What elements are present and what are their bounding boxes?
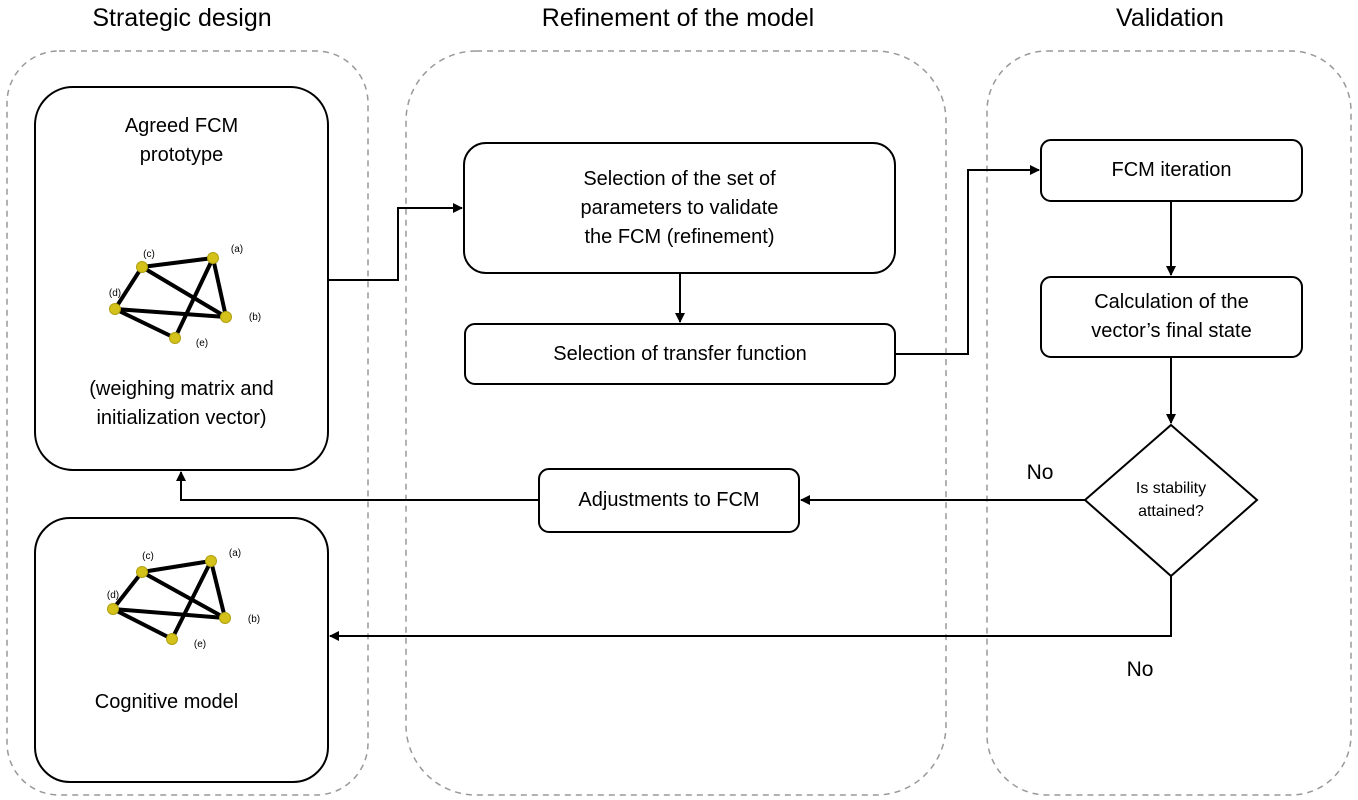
graph-node-label-e: (e) — [194, 639, 206, 650]
graph-edge-d-b — [114, 307, 227, 319]
graph-node-b — [219, 612, 231, 624]
prototype-title-line2: prototype — [139, 144, 224, 166]
final-state-line2: vector’s final state — [1091, 320, 1252, 342]
graph-node-a — [205, 555, 217, 567]
prototype-to-selection-arrow — [328, 203, 463, 281]
graph-node-label-b: (b) — [249, 312, 261, 323]
graph-edge-c-d — [111, 570, 144, 611]
graph-edge-c-d — [113, 265, 144, 311]
graph-node-e — [166, 633, 178, 645]
graph-node-label-c: (c) — [143, 249, 155, 260]
selection-line3: the FCM (refinement) — [584, 225, 775, 248]
decision-line2: attained? — [1138, 503, 1204, 520]
final-state-text: Calculation of the vector’s final state — [1041, 277, 1302, 357]
graph-edge-c-b — [140, 265, 228, 319]
graph-edge-a-b — [211, 257, 228, 318]
graph-node-label-b: (b) — [248, 614, 260, 625]
graph-node-e — [169, 332, 181, 344]
prototype-note-line2: initialization vector) — [96, 407, 267, 429]
agreed-fcm-prototype-box — [34, 86, 329, 471]
adjustments-to-prototype-arrow — [176, 471, 539, 501]
final-state-line1: Calculation of the — [1094, 291, 1249, 313]
prototype-title: Agreed FCM prototype — [35, 110, 328, 172]
cognitive-model-label: Cognitive model — [94, 690, 239, 713]
fcm-network-graph-top: (a) (b) (c) (d) (e) — [109, 244, 261, 349]
fcm-network-graph-bottom: (a) (b) (c) (d) (e) — [107, 548, 260, 650]
graph-node-d — [107, 603, 119, 615]
transfer-to-iteration-arrow — [895, 165, 1040, 355]
refinement-title: Refinement of the model — [541, 4, 815, 32]
graph-node-label-c: (c) — [142, 551, 154, 562]
graph-node-label-e: (e) — [196, 338, 208, 349]
graph-edge-a-b — [209, 560, 227, 619]
strategic-design-title: Strategic design — [92, 4, 272, 32]
graph-node-label-a: (a) — [231, 244, 243, 255]
graph-node-a — [207, 252, 219, 264]
graph-node-d — [109, 303, 121, 315]
refinement-column — [405, 50, 947, 796]
decision-line1: Is stability — [1135, 480, 1207, 497]
graph-node-b — [220, 311, 232, 323]
validation-title: Validation — [1116, 4, 1224, 32]
decision-to-cognitive-model-arrow — [329, 576, 1172, 641]
prototype-note: (weighing matrix and initialization vecto… — [35, 373, 328, 435]
prototype-title-line1: Agreed FCM — [124, 115, 239, 137]
selection-parameters-text: Selection of the set of parameters to val… — [464, 160, 895, 256]
selection-line2: parameters to validate — [580, 196, 779, 219]
graph-edge-c-a — [141, 256, 214, 269]
graph-node-label-d: (d) — [109, 288, 121, 299]
adjustments-label: Adjustments to FCM — [578, 489, 760, 511]
graph-node-label-d: (d) — [107, 590, 119, 601]
fcm-iteration-label: FCM iteration — [1111, 159, 1232, 181]
graph-node-c — [136, 261, 148, 273]
graph-edge-d-e — [112, 607, 173, 641]
cognitive-model-box — [34, 517, 329, 783]
transfer-function-label: Selection of transfer function — [553, 342, 807, 365]
graph-edge-d-e — [114, 307, 176, 340]
decision-text: Is stability attained? — [1101, 470, 1241, 530]
no-label-top: No — [1026, 461, 1054, 484]
graph-node-label-a: (a) — [229, 548, 241, 559]
graph-edge-c-b — [141, 570, 226, 620]
graph-node-c — [136, 566, 148, 578]
no-label-bottom: No — [1126, 658, 1154, 681]
validation-column — [986, 50, 1352, 796]
strategic-design-column — [6, 50, 369, 796]
selection-line1: Selection of the set of — [583, 167, 776, 190]
graph-edge-c-a — [141, 559, 212, 574]
prototype-note-line1: (weighing matrix and — [89, 378, 274, 400]
graph-edge-d-b — [112, 607, 226, 620]
